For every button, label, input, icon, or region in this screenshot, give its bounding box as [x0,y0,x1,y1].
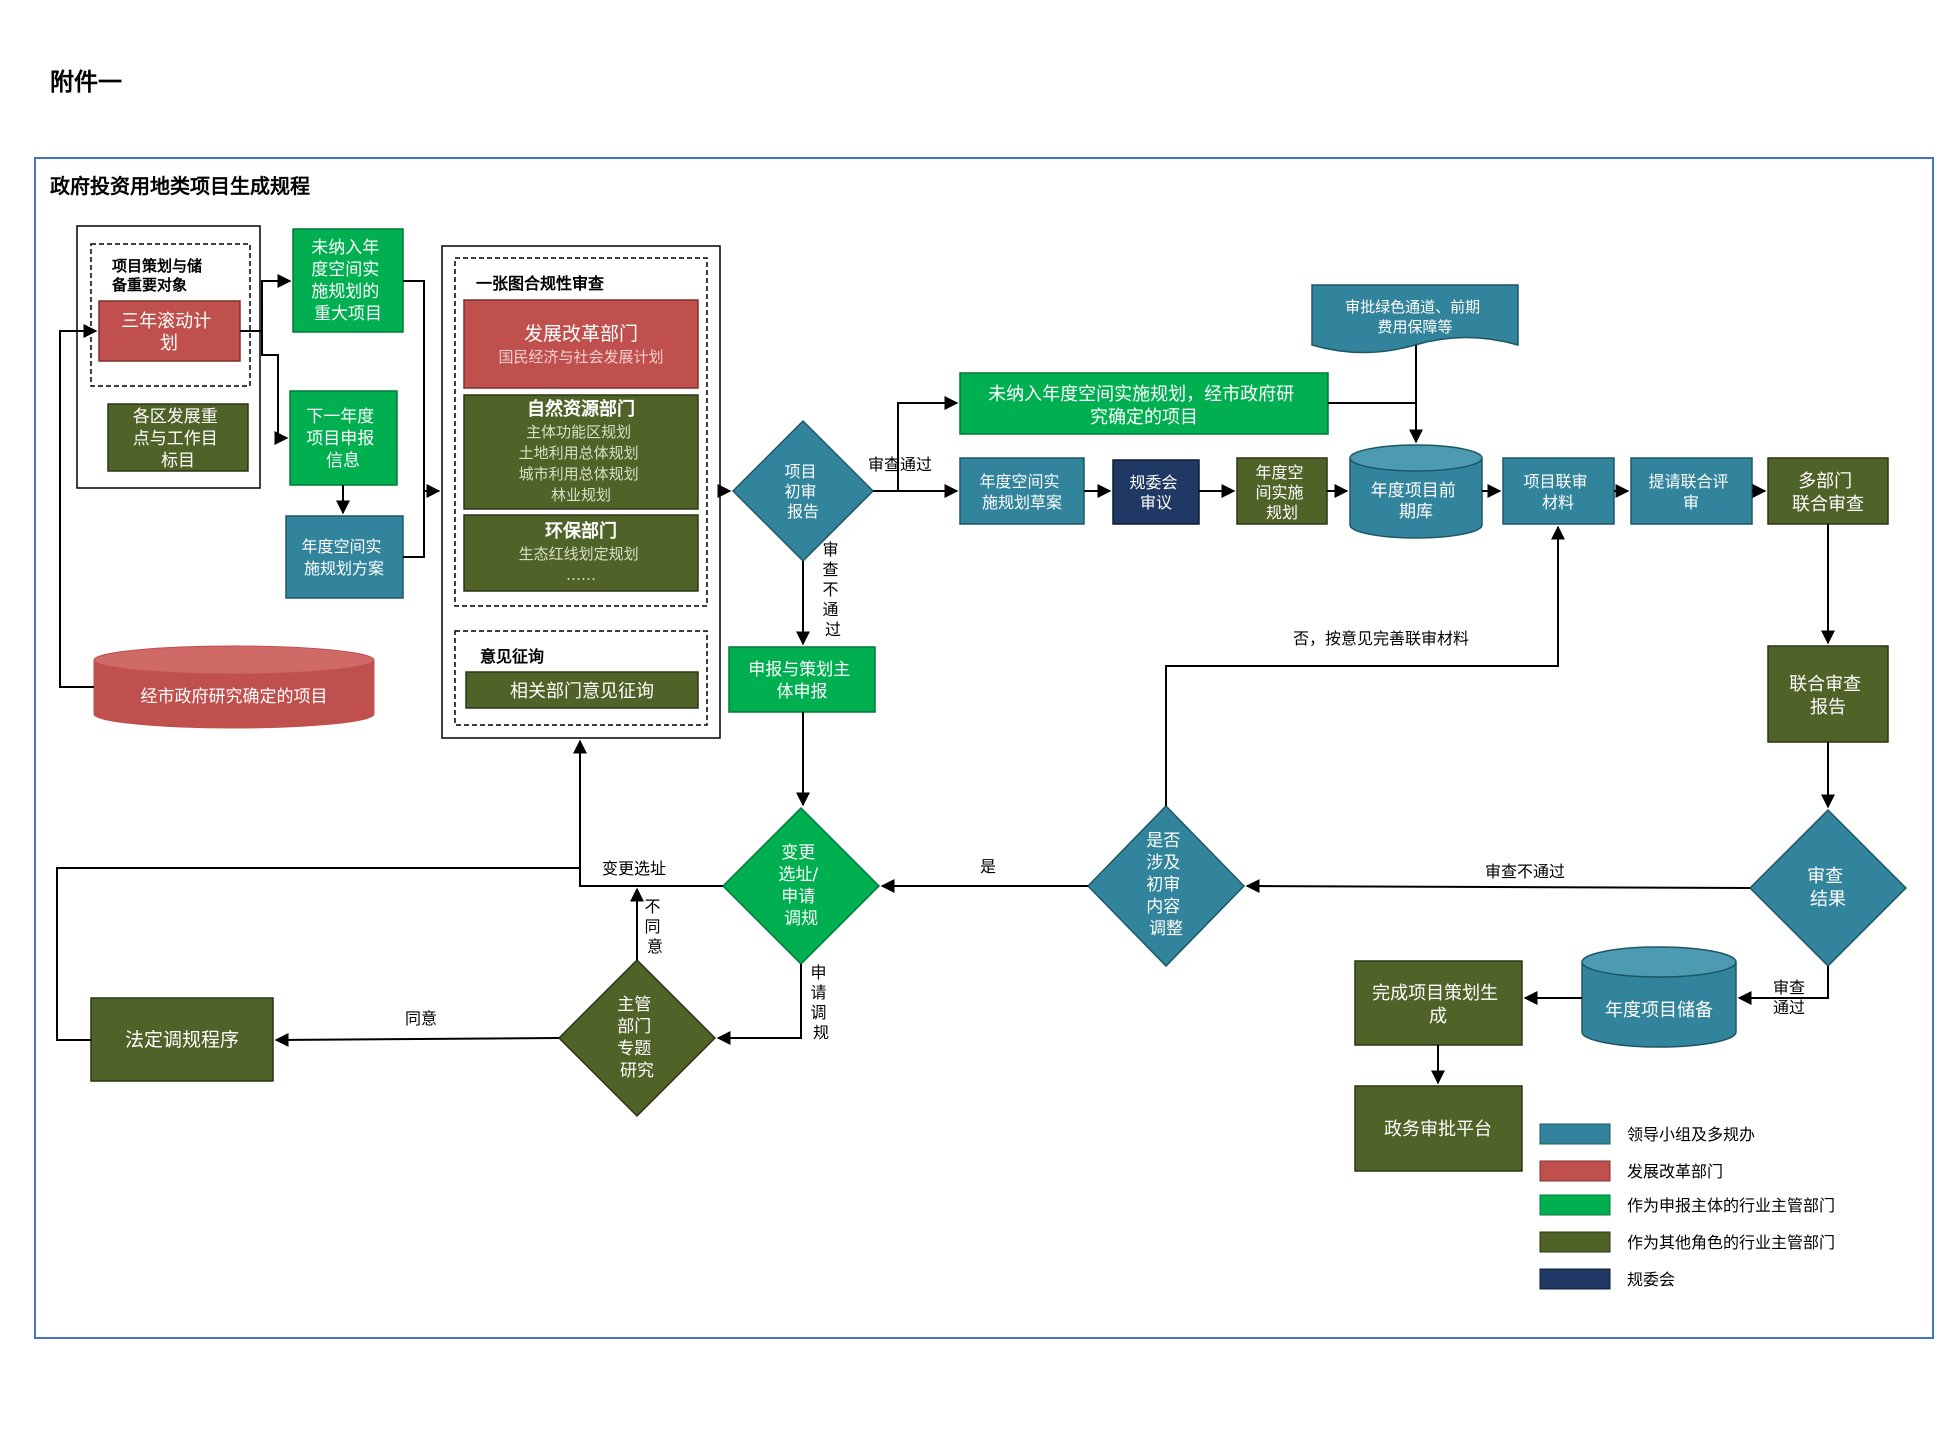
legend-swatch-red [1539,1160,1611,1182]
group-label: 项目策划与储 备重要对象 [111,257,207,294]
annual-reserve-cylinder[interactable] [1581,946,1737,1048]
initial-review-label: 项目 初审 报告 [784,462,821,521]
annual-draft-label: 年度空间实 施规划草案 [979,472,1064,512]
legend-label: 规委会 [1627,1270,1675,1289]
review-section-title: 一张图合规性审查 [476,274,604,293]
review-pass-label: 审查通过 [868,455,932,474]
annual-scheme-box[interactable] [285,515,404,599]
left-group-dashed [90,243,251,387]
review-result-label: 审查 结果 [1807,866,1849,910]
no-improve-label: 否，按意见完善联审材料 [1293,629,1469,648]
environment-title: 环保部门 [545,520,617,542]
legend-swatch-teal [1539,1123,1611,1145]
joint-report-label: 联合审查 报告 [1789,674,1867,718]
left-group-frame [76,225,261,489]
unincluded-projects-box[interactable] [959,372,1329,435]
diagram-title: 政府投资用地类项目生成规程 [50,174,310,198]
green-channel-document[interactable] [1311,284,1519,354]
yes-label: 是 [980,857,996,876]
joint-materials-box[interactable] [1502,457,1615,525]
environment-items: 生态红线划定规划 …… [519,545,644,584]
opinion-box[interactable] [465,671,699,709]
annual-draft-box[interactable] [959,457,1085,525]
approval-platform-box[interactable] [1354,1085,1523,1172]
opinion-title: 意见征询 [480,647,544,666]
disagree-label: 不 同 意 [644,897,665,956]
opinion-dashed [454,630,708,726]
district-focus-box[interactable] [107,403,249,472]
competent-dept-diamond[interactable] [557,958,717,1118]
legend-label: 作为申报主体的行业主管部门 [1627,1196,1835,1215]
dev-reform-item: 国民经济与社会发展计划 [498,348,663,366]
legal-adjust-label: 法定调规程序 [125,1029,239,1051]
next-year-info-box[interactable] [289,390,398,486]
review-fail-label: 审 查 不 通 过 [822,540,843,639]
opinion-box-label: 相关部门意见征询 [510,681,654,702]
dev-reform-box[interactable] [463,299,699,389]
review-fail2-label: 审查不通过 [1485,862,1565,881]
district-focus-label: 各区发展重 点与工作目 标目 [133,407,223,471]
legend-swatch-olive [1539,1231,1611,1253]
city-gov-projects-label: 经市政府研究确定的项目 [141,687,328,707]
complete-plan-label: 完成项目策划生 成 [1372,983,1504,1027]
pre-library-label: 年度项目前 期库 [1371,481,1461,522]
unincluded-projects-label: 未纳入年度空间实施规划，经市政府研 究确定的项目 [988,384,1300,428]
review-dashed [454,257,708,607]
three-year-plan-label: 三年滚动计 划 [121,311,217,354]
request-joint-box[interactable] [1630,457,1753,525]
natural-resources-items: 主体功能区规划 土地利用总体规划 城市利用总体规划 林业规划 [519,423,644,504]
agree-label: 同意 [405,1009,437,1028]
request-joint-label: 提请联合评 审 [1648,472,1733,512]
annual-plan-label: 年度空 间实施 规划 [1255,463,1308,522]
multi-dept-box[interactable] [1767,457,1889,525]
annex-title: 附件一 [50,68,122,96]
change-site-diamond[interactable] [721,806,881,966]
competent-dept-label: 主管 部门 专题 研究 [617,995,656,1081]
city-gov-projects-cylinder[interactable] [93,645,375,729]
planning-committee-box[interactable] [1112,459,1200,525]
major-projects-box[interactable] [292,228,404,333]
adjust-decision-label: 是否 涉及 初审 内容 调整 [1146,831,1185,939]
review-result-diamond[interactable] [1748,808,1908,968]
apply-adjust-label: 申 请 调 规 [810,963,831,1042]
next-year-info-label: 下一年度 项目申报 信息 [306,407,379,471]
annual-reserve-label: 年度项目储备 [1605,1000,1713,1021]
legend: 领导小组及多规办 发展改革部门 作为申报主体的行业主管部门 作为其他角色的行业主… [1539,1123,1835,1290]
adjust-decision-diamond[interactable] [1086,804,1246,968]
connectors [56,274,1835,1085]
major-projects-label: 未纳入年 度空间实 施规划的 重大项目 [311,238,384,324]
pre-library-cylinder[interactable] [1349,444,1483,539]
approval-platform-label: 政务审批平台 [1384,1119,1492,1140]
green-channel-label: 审批绿色通道、前期 费用保障等 [1345,298,1485,336]
natural-resources-title: 自然资源部门 [527,398,635,420]
natural-resources-box[interactable] [463,394,699,510]
multi-dept-label: 多部门 联合审查 [1792,471,1864,515]
planning-committee-label: 规委会 审议 [1129,473,1182,512]
legend-label: 作为其他角色的行业主管部门 [1627,1233,1835,1252]
legend-swatch-navy [1539,1268,1611,1290]
annual-plan-box[interactable] [1236,457,1328,525]
change-site-label: 变更 选址/ 申请 调规 [778,843,823,929]
annual-scheme-label: 年度空间实 施规划方案 [301,537,386,578]
declare-subject-box[interactable] [728,646,876,713]
change-site-edge-label: 变更选址 [602,859,666,878]
legend-label: 领导小组及多规办 [1627,1125,1755,1144]
environment-box[interactable] [463,514,699,592]
joint-materials-label: 项目联审 材料 [1523,472,1592,512]
legend-swatch-green [1539,1194,1611,1216]
dev-reform-title: 发展改革部门 [524,323,638,345]
legend-label: 发展改革部门 [1627,1162,1723,1181]
review-pass2-label: 审查 通过 [1773,978,1810,1017]
outer-frame [34,157,1934,1339]
declare-subject-label: 申报与策划主 体申报 [748,660,855,702]
complete-plan-box[interactable] [1354,960,1523,1046]
three-year-plan-box[interactable] [98,300,241,362]
